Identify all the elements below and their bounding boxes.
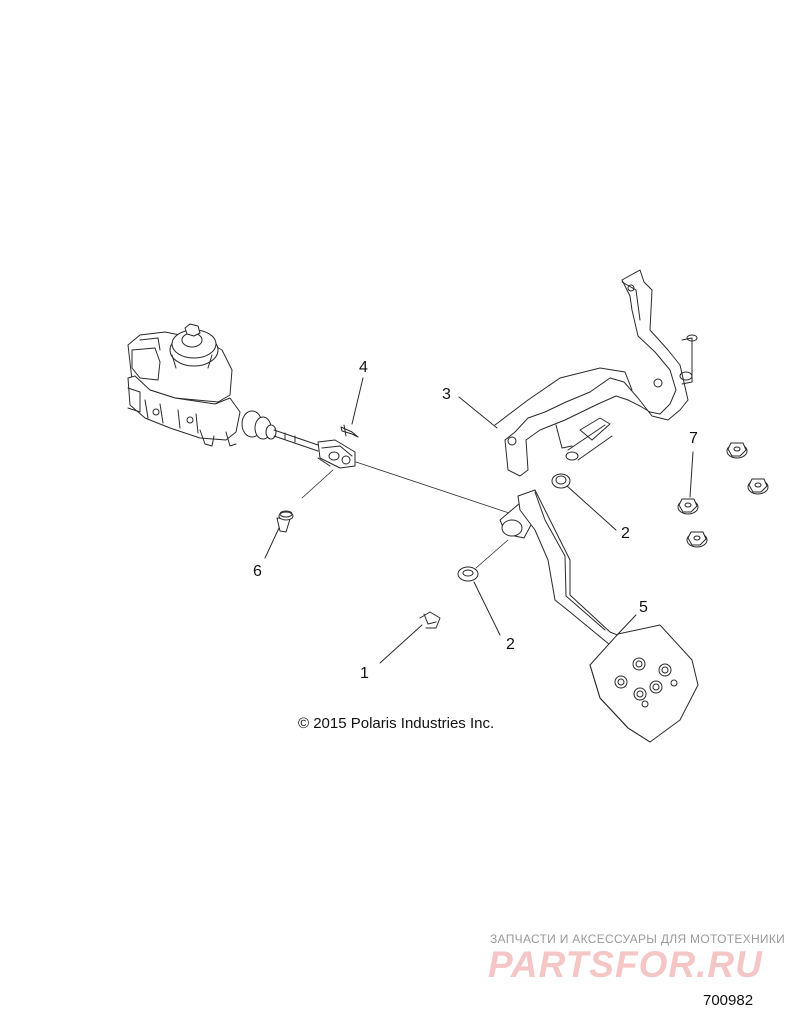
callout-5: 5 — [639, 599, 648, 616]
leader-line-1 — [379, 624, 423, 664]
leader-line-6 — [264, 527, 280, 559]
watermark-caption: ЗАПЧАСТИ И АКСЕССУАРЫ ДЛЯ МОТОТЕХНИКИ — [490, 932, 786, 946]
e-clip-part-1 — [419, 611, 441, 629]
assembly-line-pushrod — [355, 461, 516, 516]
washer-part-2-lower — [457, 566, 479, 582]
flange-nut-part-7-b — [747, 478, 769, 495]
callout-7: 7 — [689, 430, 698, 447]
callout-2-lower: 2 — [506, 636, 515, 653]
cotter-pin-part-4 — [340, 424, 359, 438]
copyright-notice: © 2015 Polaris Industries Inc. — [298, 715, 495, 732]
callout-3: 3 — [442, 386, 451, 403]
leader-line-3 — [458, 396, 498, 429]
callout-2-upper: 2 — [621, 525, 630, 542]
flange-nut-part-7-a — [726, 442, 748, 459]
clevis-pin-part-6 — [276, 510, 294, 533]
flange-nut-part-7-d — [686, 531, 708, 548]
pedal-part-5 — [499, 489, 699, 743]
callout-6: 6 — [253, 563, 262, 580]
flange-nut-part-7-c — [677, 498, 699, 515]
master-cylinder — [127, 323, 356, 469]
leader-line-2a — [566, 485, 617, 531]
bushing-part-2-upper — [551, 473, 571, 489]
leader-line-4 — [351, 377, 364, 425]
assembly-line-pin — [301, 469, 334, 499]
leader-line-7 — [689, 451, 694, 498]
leader-line-5 — [616, 614, 637, 636]
watermark-logo: PARTSFOR.RU — [488, 944, 763, 985]
diagram-id: 700982 — [703, 992, 754, 1009]
callout-1: 1 — [360, 665, 369, 682]
leader-line-2b — [473, 581, 501, 636]
pedal-bracket-part-3 — [494, 269, 698, 477]
callout-4: 4 — [359, 359, 368, 376]
assembly-line-washer — [475, 539, 509, 569]
